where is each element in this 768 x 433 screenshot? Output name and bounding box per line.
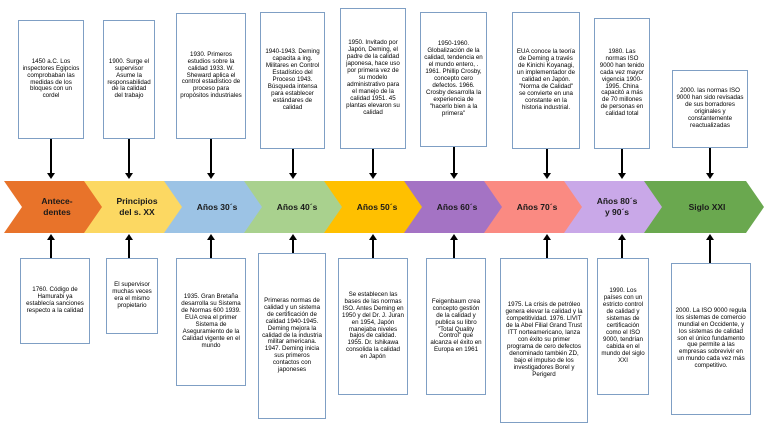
- connector-arrow-bottom-anios-30: [207, 234, 215, 240]
- connector-stem-top-anios-50: [372, 149, 374, 175]
- connector-arrow-top-anios-40: [289, 173, 297, 179]
- callout-box-bottom-anios-50: Se establecen las bases de las normas IS…: [338, 258, 408, 395]
- phase-label: Años 30´s: [196, 201, 238, 212]
- connector-stem-bottom-anios-70: [546, 239, 548, 265]
- timeline-band: Antece- dentes Principios del s. XX Años…: [0, 181, 768, 233]
- callout-text: Se establecen las bases de las normas IS…: [342, 290, 404, 361]
- connector-arrow-bottom-antecedentes: [47, 234, 55, 240]
- connector-stem-bottom-antecedentes: [50, 239, 52, 275]
- connector-arrow-bottom-anios-50: [369, 234, 377, 240]
- callout-text: 2000. las normas ISO 9000 han sido revis…: [676, 87, 744, 129]
- callout-text: EUA conoce la teoría de Deming a través …: [516, 48, 576, 111]
- connector-arrow-top-anios-80-90: [618, 173, 626, 179]
- callout-box-bottom-siglo-xxi: 2000. La ISO 9000 regula los sistemas de…: [671, 263, 751, 415]
- callout-text: 1930. Primeros estudios sobre la calidad…: [180, 50, 242, 100]
- callout-box-top-antecedentes: 1450 a.C. Los inspectores Egipcios compr…: [18, 20, 84, 139]
- callout-text: 1975. La crisis de petróleo genera eleva…: [505, 301, 583, 378]
- connector-arrow-bottom-siglo-xxi: [706, 234, 714, 240]
- callout-box-top-anios-70: EUA conoce la teoría de Deming a través …: [512, 12, 580, 149]
- callout-box-bottom-anios-80-90: 1990. Los países con un estricto control…: [597, 258, 649, 395]
- phase-label: Siglo XXI: [688, 201, 726, 212]
- connector-arrow-bottom-anios-70: [543, 234, 551, 240]
- connector-stem-bottom-principios: [128, 239, 130, 275]
- phase-label: Años 60´s: [436, 201, 478, 212]
- callout-text: 1950. Invitado por Japón, Deming, el pad…: [346, 39, 400, 116]
- connector-arrow-bottom-anios-60: [450, 234, 458, 240]
- callout-box-bottom-antecedentes: 1760. Código de Hamurabi ya establecía s…: [20, 258, 90, 344]
- connector-arrow-top-anios-60: [450, 173, 458, 179]
- callout-box-bottom-anios-40: Primeras normas de calidad y un sistema …: [258, 253, 326, 419]
- callout-box-top-anios-60: 1950-1960. Globalización de la calidad, …: [420, 12, 487, 147]
- connector-stem-top-anios-40: [292, 149, 294, 175]
- phase-label: Años 70´s: [516, 201, 558, 212]
- callout-text: 1900. Surge el supervisor Asume la respo…: [107, 57, 151, 100]
- connector-stem-top-siglo-xxi: [709, 148, 711, 175]
- phase-label: Principios del s. XX: [116, 196, 158, 217]
- connector-arrow-top-siglo-xxi: [706, 173, 714, 179]
- connector-arrow-top-principios: [125, 173, 133, 179]
- callout-text: Primeras normas de calidad y un sistema …: [262, 296, 322, 374]
- connector-arrow-bottom-anios-40: [289, 234, 297, 240]
- callout-box-top-anios-80-90: 1980. Las normas ISO 9000 han tenido cad…: [594, 18, 650, 149]
- callout-box-top-anios-30: 1930. Primeros estudios sobre la calidad…: [176, 13, 246, 139]
- phase-label: Años 80´s y 90´s: [596, 196, 638, 217]
- connector-stem-top-antecedentes: [50, 139, 52, 175]
- callout-text: 1950-1960. Globalización de la calidad, …: [424, 40, 483, 117]
- callout-box-top-principios: 1900. Surge el supervisor Asume la respo…: [103, 20, 155, 139]
- callout-box-bottom-anios-70: 1975. La crisis de petróleo genera eleva…: [500, 258, 588, 423]
- connector-stem-bottom-anios-40: [292, 239, 294, 265]
- connector-arrow-bottom-principios: [125, 234, 133, 240]
- callout-box-top-anios-40: 1940-1943. Deming capacita a ing. Milita…: [260, 12, 325, 149]
- callout-text: El supervisor muchas veces era el mismo …: [112, 281, 152, 309]
- phase-chevron-antecedentes[interactable]: Antece- dentes: [4, 181, 104, 233]
- connector-stem-bottom-siglo-xxi: [709, 239, 711, 265]
- connector-stem-bottom-anios-60: [453, 239, 455, 265]
- connector-stem-top-anios-30: [210, 139, 212, 175]
- connector-stem-top-anios-70: [546, 149, 548, 175]
- callout-text: 1990. Los países con un estricto control…: [601, 287, 645, 364]
- callout-text: 1980. Las normas ISO 9000 han tenido cad…: [599, 47, 645, 118]
- connector-stem-bottom-anios-50: [372, 239, 374, 265]
- connector-arrow-top-anios-50: [369, 173, 377, 179]
- connector-arrow-top-anios-70: [543, 173, 551, 179]
- connector-arrow-top-antecedentes: [47, 173, 55, 179]
- connector-arrow-bottom-anios-80-90: [618, 234, 626, 240]
- connector-stem-top-principios: [128, 139, 130, 175]
- phase-chevron-siglo-xxi[interactable]: Siglo XXI: [644, 181, 764, 233]
- callout-text: 1935. Gran Bretaña desarrolla su Sistema…: [181, 293, 241, 349]
- phase-label: Antece- dentes: [41, 196, 73, 217]
- phase-label: Años 40´s: [276, 201, 318, 212]
- callout-text: 2000. La ISO 9000 regula los sistemas de…: [675, 306, 747, 370]
- callout-box-top-anios-50: 1950. Invitado por Japón, Deming, el pad…: [340, 8, 406, 149]
- connector-stem-top-anios-60: [453, 147, 455, 175]
- connector-stem-bottom-anios-30: [210, 239, 212, 269]
- callout-box-top-siglo-xxi: 2000. las normas ISO 9000 han sido revis…: [672, 70, 748, 148]
- connector-stem-top-anios-80-90: [621, 149, 623, 175]
- connector-stem-bottom-anios-80-90: [621, 239, 623, 265]
- callout-text: 1450 a.C. Los inspectores Egipcios compr…: [22, 57, 80, 100]
- callout-text: 1760. Código de Hamurabi ya establecía s…: [26, 286, 84, 314]
- callout-box-bottom-principios: El supervisor muchas veces era el mismo …: [106, 258, 158, 334]
- connector-arrow-top-anios-30: [207, 173, 215, 179]
- phase-label: Años 50´s: [356, 201, 398, 212]
- callout-box-bottom-anios-60: Feigenbaum crea concepto gestión de la c…: [426, 258, 486, 395]
- callout-text: 1940-1943. Deming capacita a ing. Milita…: [265, 48, 320, 111]
- callout-box-bottom-anios-30: 1935. Gran Bretaña desarrolla su Sistema…: [176, 258, 246, 386]
- callout-text: Feigenbaum crea concepto gestión de la c…: [430, 297, 482, 354]
